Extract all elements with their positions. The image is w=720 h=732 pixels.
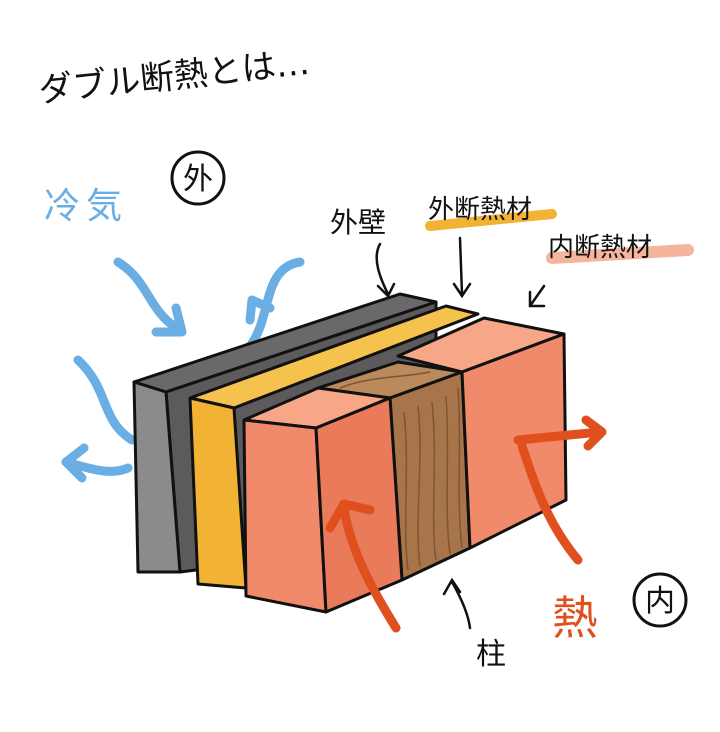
cold-arrow-1-head <box>151 303 187 337</box>
inside-badge: 内 <box>632 572 688 628</box>
external-insulation-label: 外断熱材 <box>428 195 532 225</box>
cold-arrow-2 <box>245 257 305 351</box>
heat-arrows <box>325 415 607 633</box>
heat-arrow-2-tip <box>581 415 607 451</box>
internal-insulation <box>242 316 568 614</box>
outer-wall-label: 外壁 <box>330 206 386 239</box>
internal-insulation-highlight <box>546 244 694 264</box>
pillar-pointer <box>442 577 472 630</box>
cold-arrow-3 <box>73 355 137 445</box>
cold-arrow-1 <box>113 257 185 335</box>
heat-arrow-2-head <box>513 427 605 445</box>
heat-arrow-1-head <box>325 499 375 533</box>
heat-arrow-2 <box>517 441 583 565</box>
outside-label: 外 <box>183 162 213 197</box>
diagram-title: ダブル断熱とは… <box>37 43 312 111</box>
inside-label: 内 <box>645 584 675 619</box>
heat-label: 熱 <box>552 591 598 645</box>
heat-arrow-1 <box>339 503 401 633</box>
internal-insulation-pointer <box>528 284 546 308</box>
external-insulation <box>188 304 480 590</box>
cold-arrow-2-head <box>245 295 275 325</box>
external-insulation-highlight <box>425 209 557 231</box>
cold-arrow-4-head <box>61 443 89 483</box>
external-insulation-pointer <box>452 236 472 299</box>
cold-air-label: 冷気 <box>44 186 128 227</box>
pillar-label: 柱 <box>476 637 506 672</box>
cold-air-arrows <box>61 257 305 483</box>
internal-insulation-label: 内断熱材 <box>548 233 652 263</box>
outside-badge: 外 <box>170 150 226 206</box>
outer-wall-pointer <box>375 242 396 299</box>
